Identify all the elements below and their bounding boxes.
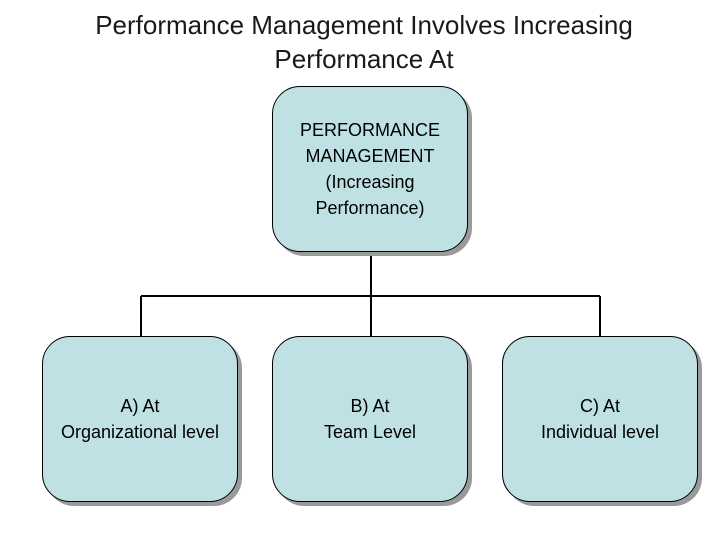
- title-line-1: Performance Management Involves Increasi…: [95, 10, 633, 40]
- root-line-1: PERFORMANCE: [299, 120, 440, 140]
- root-node-performance-management: PERFORMANCE MANAGEMENT (Increasing Perfo…: [272, 86, 468, 252]
- child-a-line-2: Organizational level: [60, 422, 220, 442]
- child-node-team: B) At Team Level: [272, 336, 468, 502]
- child-a-line-1: A) At: [120, 396, 160, 416]
- diagram-title: Performance Management Involves Increasi…: [0, 8, 728, 76]
- child-b-line-1: B) At: [350, 396, 390, 416]
- child-c-line-1: C) At: [579, 396, 620, 416]
- child-c-line-2: Individual level: [540, 422, 660, 442]
- root-line-4: Performance): [315, 198, 425, 218]
- child-node-individual: C) At Individual level: [502, 336, 698, 502]
- root-line-3: (Increasing: [325, 172, 415, 192]
- root-line-2: MANAGEMENT: [305, 146, 435, 166]
- title-line-2: Performance At: [274, 44, 454, 74]
- child-b-line-2: Team Level: [323, 422, 417, 442]
- child-node-organizational: A) At Organizational level: [42, 336, 238, 502]
